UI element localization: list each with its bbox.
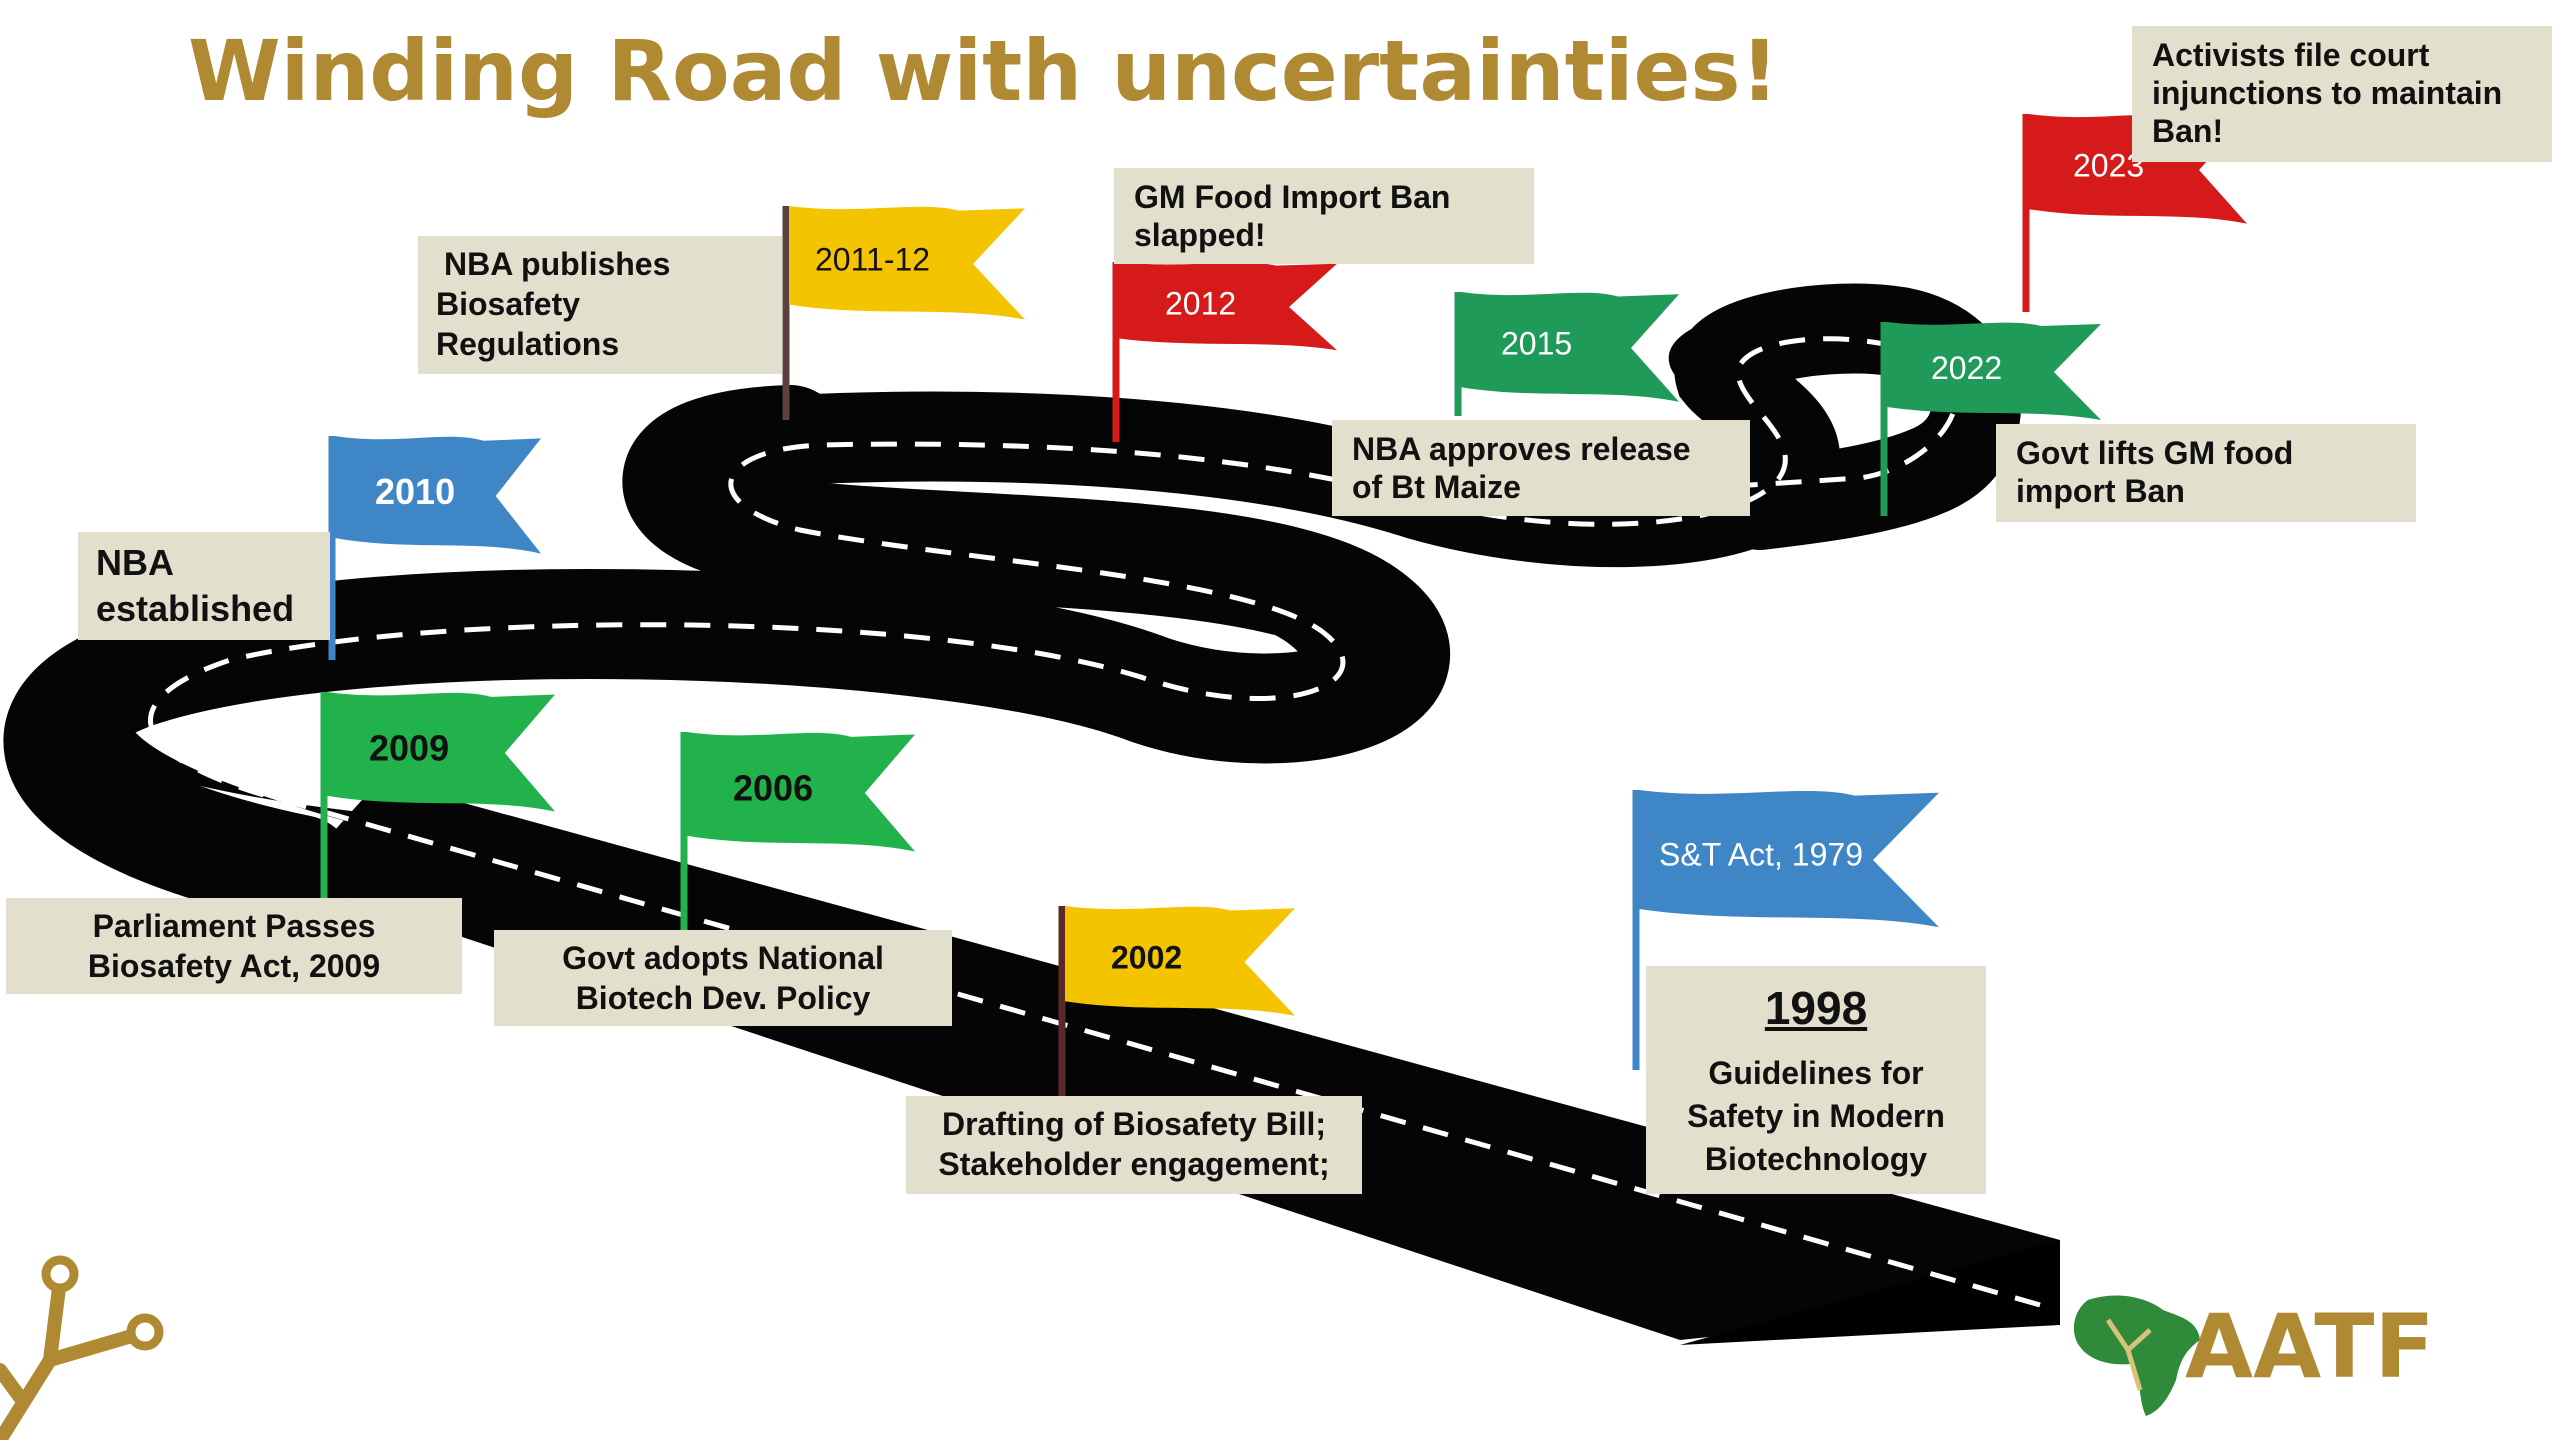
label-line: established — [96, 588, 295, 629]
flag-cloth — [335, 436, 541, 554]
label-line: Biosafety Act, 2009 — [87, 948, 381, 984]
label-line: injunctions to maintain — [2152, 75, 2503, 111]
box-2012-import-ban: GM Food Import Ban slapped! — [1114, 168, 1534, 264]
box-1998-guidelines: 1998 Guidelines for Safety in Modern Bio… — [1646, 966, 1986, 1194]
branch-decoration — [0, 1255, 164, 1440]
box-2011-regulations: NBA publishes Biosafety Regulations — [418, 236, 782, 374]
flag-cloth — [327, 692, 555, 812]
label-line: Safety in Modern — [1687, 1098, 1945, 1134]
label-line: NBA publishes — [444, 246, 671, 282]
box-2015-bt-maize: NBA approves release of Bt Maize — [1332, 420, 1750, 516]
flag-cloth — [687, 732, 915, 852]
flag-2011-12: 2011-12 — [782, 206, 1025, 420]
flag-2010: 2010 — [328, 436, 541, 660]
box-2006-biotech-policy: Govt adopts National Biotech Dev. Policy — [494, 930, 952, 1026]
flag-s-t-act-1979: S&T Act, 1979 — [1632, 790, 1939, 1070]
flag-cloth — [1119, 262, 1337, 351]
box-2022-lifts-ban: Govt lifts GM food import Ban — [1996, 424, 2416, 522]
flag-2009: 2009 — [320, 692, 555, 908]
label-line: Parliament Passes — [92, 908, 376, 944]
label-line: Biotechnology — [1704, 1141, 1928, 1177]
flag-2012: 2012 — [1112, 262, 1337, 442]
flag-year-label: 2002 — [1111, 940, 1182, 976]
label-line: Drafting of Biosafety Bill; — [941, 1106, 1326, 1142]
flag-2002: 2002 — [1058, 906, 1295, 1110]
road-center-line — [148, 336, 2041, 1308]
label-line: slapped! — [1134, 217, 1266, 253]
flags-layer: S&T Act, 1979 2002 2006 2009 2010 2011-12 2012… — [320, 114, 2247, 1110]
box-2009-biosafety-act: Parliament Passes Biosafety Act, 2009 — [6, 898, 462, 994]
label-line: Biosafety — [436, 286, 581, 322]
page-title: Winding Road with uncertainties! — [188, 22, 1779, 120]
flag-year-label: 2009 — [369, 728, 449, 769]
aatf-logo-text: AATF — [2185, 1295, 2435, 1398]
flag-year-label: 2010 — [375, 471, 455, 512]
flag-cloth — [1065, 906, 1295, 1016]
label-line: Guidelines for — [1708, 1055, 1924, 1091]
road-surface — [3, 283, 2060, 1345]
flag-cloth — [1461, 292, 1679, 402]
flag-year-label: 2011-12 — [815, 242, 930, 278]
label-line: NBA approves release — [1352, 431, 1691, 467]
label-line: import Ban — [2016, 473, 2185, 509]
flag-2022: 2022 — [1880, 322, 2101, 516]
label-line: Ban! — [2152, 113, 2224, 149]
flag-year-label: S&T Act, 1979 — [1659, 837, 1863, 873]
flag-cloth — [789, 206, 1025, 320]
flag-year-label: 2012 — [1165, 286, 1236, 322]
label-line: Regulations — [436, 326, 620, 362]
year-1998-heading: 1998 — [1764, 982, 1868, 1034]
box-2010-nba-established: NBA established — [78, 532, 330, 640]
label-line: GM Food Import Ban — [1134, 179, 1451, 215]
label-line: Govt lifts GM food — [2016, 435, 2294, 471]
flag-year-label: 2006 — [733, 768, 813, 809]
label-line: Govt adopts National — [562, 940, 884, 976]
flag-year-label: 2015 — [1501, 326, 1572, 362]
label-line: of Bt Maize — [1352, 469, 1521, 505]
label-line: Biotech Dev. Policy — [575, 980, 871, 1016]
box-2002-drafting: Drafting of Biosafety Bill; Stakeholder … — [906, 1096, 1362, 1194]
label-line: Activists file court — [2152, 37, 2430, 73]
label-line: NBA — [96, 542, 174, 583]
flag-2015: 2015 — [1454, 292, 1679, 416]
flag-cloth — [1639, 790, 1939, 928]
flag-cloth — [1887, 322, 2101, 420]
flag-year-label: 2022 — [1931, 350, 2002, 386]
label-line: Stakeholder engagement; — [938, 1146, 1330, 1182]
africa-logo-icon — [2073, 1295, 2200, 1416]
box-2023-activists: Activists file court injunctions to main… — [2132, 26, 2552, 162]
flag-2006: 2006 — [680, 732, 915, 930]
